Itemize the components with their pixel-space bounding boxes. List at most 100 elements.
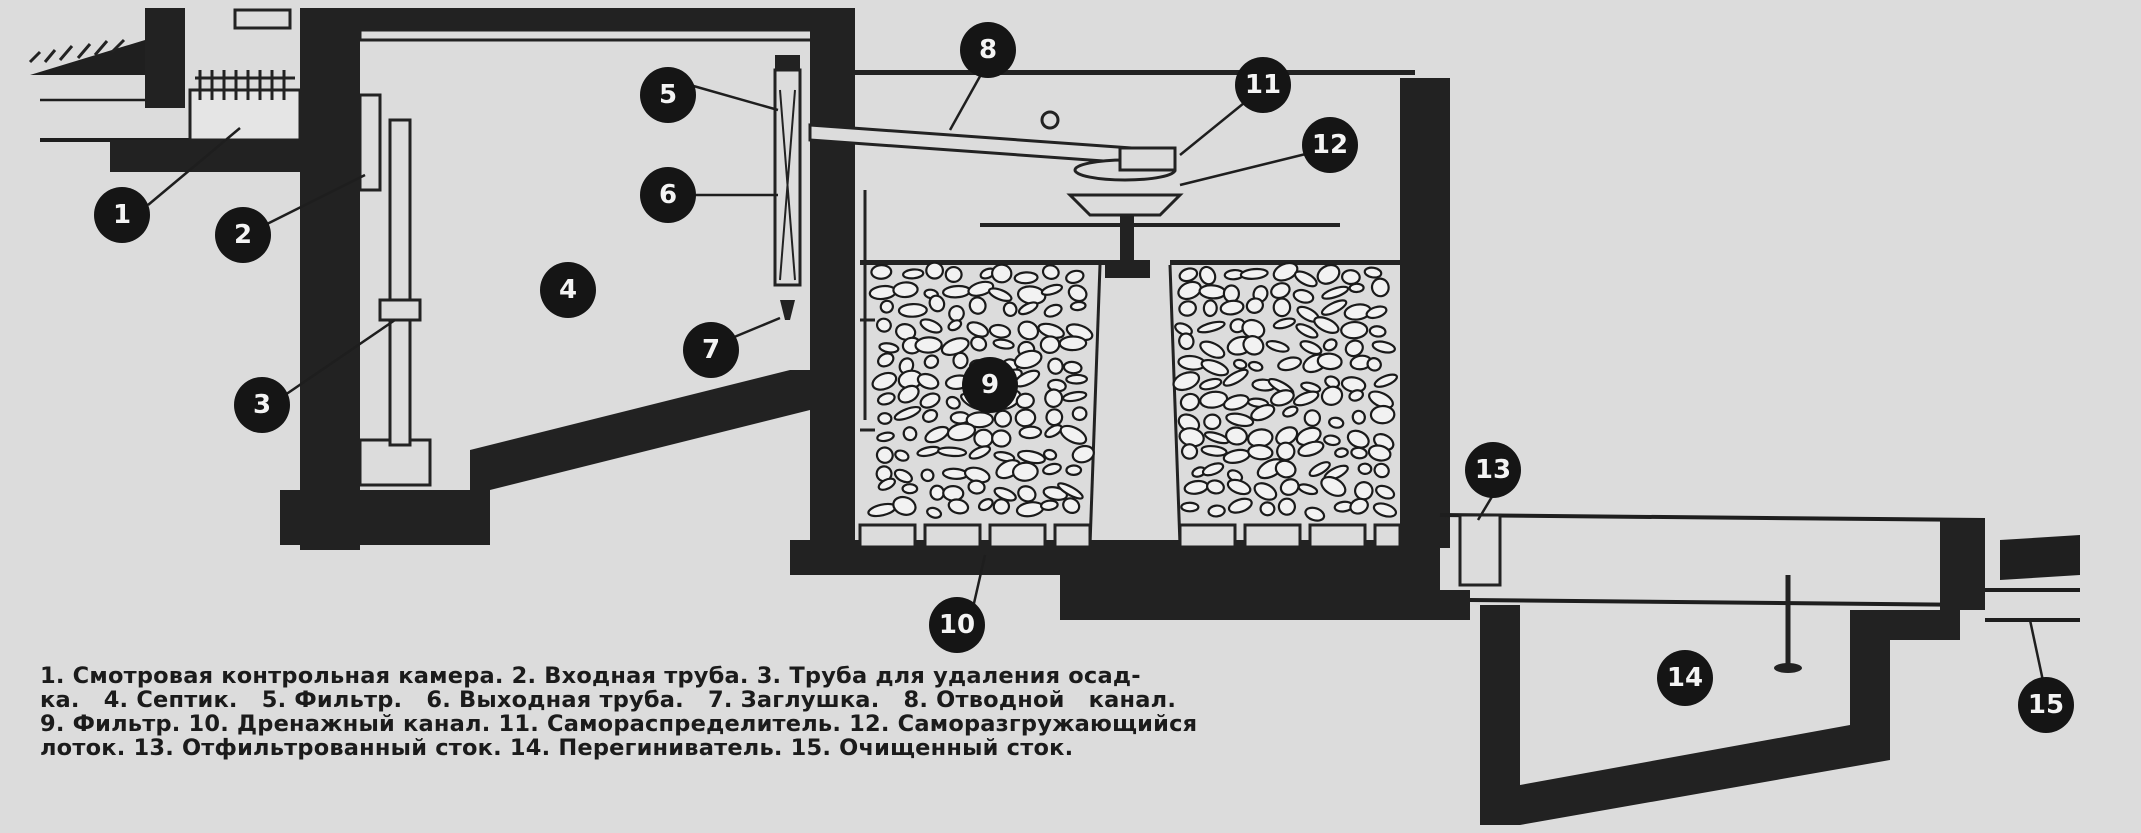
stone [1201, 462, 1225, 477]
stone [924, 425, 950, 444]
stone [1199, 390, 1229, 409]
stone [1348, 389, 1365, 402]
stone [919, 318, 943, 334]
stone [1044, 423, 1063, 439]
stone [926, 506, 943, 519]
stone [1199, 340, 1226, 359]
stone [1245, 297, 1264, 314]
stone [1014, 408, 1037, 428]
stone [1202, 299, 1218, 318]
stone [1206, 479, 1225, 495]
callout-label: 11 [1245, 70, 1281, 100]
stone [970, 335, 988, 352]
stone [925, 261, 944, 280]
stone [919, 392, 941, 409]
filter-stones [867, 261, 1399, 522]
stone [1250, 403, 1276, 422]
stone [1178, 300, 1197, 317]
stone [1222, 394, 1250, 411]
stone [1304, 506, 1326, 522]
callout-label: 10 [939, 610, 975, 640]
stone [1203, 413, 1222, 431]
stone [877, 412, 893, 425]
callout-11: 11 [1235, 57, 1291, 113]
callout-label: 1 [113, 200, 131, 230]
stone [941, 284, 972, 299]
stone [1232, 358, 1248, 370]
callout-marker [683, 322, 739, 378]
biofilter-tank [790, 70, 1470, 620]
stone [1059, 424, 1088, 445]
stone [1198, 265, 1217, 286]
stone [1043, 303, 1063, 318]
stone [1225, 426, 1248, 446]
stone [992, 498, 1011, 515]
stone [947, 498, 970, 515]
filter-column [773, 55, 802, 320]
stone [1363, 266, 1383, 279]
callout-marker [960, 22, 1016, 78]
stone [1172, 371, 1201, 392]
stone [1178, 267, 1199, 283]
stone [1057, 482, 1084, 500]
stone [1180, 443, 1199, 460]
stone [1344, 339, 1364, 358]
stone [1328, 416, 1345, 429]
stone [1373, 462, 1390, 479]
stone [1366, 357, 1382, 372]
stone [1350, 446, 1368, 460]
stone [893, 468, 913, 484]
stone [1015, 392, 1035, 410]
drainage-channel [858, 523, 1402, 549]
stone [1200, 444, 1228, 457]
callout-label: 14 [1667, 663, 1703, 693]
callout-marker [929, 597, 985, 653]
callout-label: 6 [659, 180, 677, 210]
stone [967, 280, 995, 297]
stone [920, 468, 935, 483]
stone [877, 477, 896, 491]
stone [871, 371, 898, 391]
stone [1018, 425, 1043, 440]
stone [1058, 335, 1088, 352]
callout-10: 10 [929, 597, 985, 653]
stone [967, 479, 986, 495]
callout-marker [1302, 117, 1358, 173]
stone [1334, 447, 1349, 459]
callout-label: 7 [702, 335, 720, 365]
stone [894, 449, 910, 462]
callout-marker [1465, 442, 1521, 498]
stone [1340, 320, 1369, 340]
stone [1320, 475, 1347, 497]
septic-tank [233, 8, 822, 550]
callout-label: 8 [979, 35, 997, 65]
stone [923, 354, 940, 369]
callout-label: 12 [1312, 130, 1348, 160]
caption: 1. Смотровая контрольная камера. 2. Вход… [40, 664, 1470, 760]
stone [1177, 280, 1202, 301]
stone [1265, 340, 1290, 353]
humus-chamber [1439, 513, 2080, 825]
stone [1039, 499, 1059, 512]
stone [870, 264, 893, 280]
stone [902, 268, 925, 280]
stone [1222, 368, 1249, 387]
stone [1321, 285, 1350, 300]
stone [1371, 340, 1396, 354]
stone [1375, 484, 1396, 500]
stone [1071, 444, 1095, 464]
stone [1277, 497, 1296, 516]
stone [876, 431, 895, 443]
stone [1222, 284, 1241, 303]
stone [922, 408, 939, 423]
stone [1292, 390, 1320, 407]
stone [947, 319, 963, 332]
stone [1259, 501, 1276, 517]
stone [916, 445, 941, 458]
stone [1272, 297, 1292, 318]
callout-marker [1657, 650, 1713, 706]
callout-marker [1235, 57, 1291, 113]
ground-hatch-right [2000, 535, 2080, 580]
stone [901, 483, 919, 495]
